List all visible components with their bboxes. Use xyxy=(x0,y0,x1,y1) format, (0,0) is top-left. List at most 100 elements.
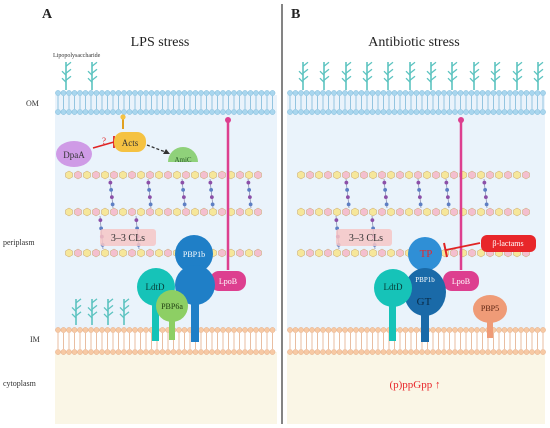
glycan-sugar xyxy=(74,207,82,217)
glycan-sugar xyxy=(92,170,100,180)
lipid-head xyxy=(413,327,420,333)
glycan-sugar xyxy=(92,207,100,217)
lipid-head xyxy=(441,349,447,355)
glycan-sugar xyxy=(360,170,368,180)
lipid-head xyxy=(165,109,171,115)
glycan-sugar xyxy=(486,170,494,180)
lipid-head xyxy=(375,90,381,96)
lipid-head xyxy=(435,109,442,115)
lpob-a-label: LpoB xyxy=(219,277,237,286)
lipid-head xyxy=(187,349,193,355)
lipid-head xyxy=(424,90,431,96)
lipid-head xyxy=(154,109,160,115)
lps-molecule xyxy=(298,61,309,90)
lipid-head xyxy=(430,349,436,355)
glycan-sugar xyxy=(146,248,154,258)
lipid-head xyxy=(287,109,293,115)
lipid-head xyxy=(479,90,486,96)
glycan-sugar xyxy=(245,248,253,258)
glycan-sugar xyxy=(254,170,262,180)
lipid-head xyxy=(463,109,469,115)
lipid-head xyxy=(331,109,337,115)
glycan-sugar xyxy=(137,207,145,217)
lps-molecule xyxy=(319,61,330,90)
lipid-head xyxy=(397,90,403,96)
glycan-sugar xyxy=(369,170,377,180)
peptide-residue xyxy=(417,187,422,192)
amic xyxy=(168,147,198,162)
lps-branch xyxy=(430,75,437,81)
lps-molecule xyxy=(533,61,544,90)
pbp5-anchor xyxy=(487,320,493,338)
peptide-residue xyxy=(416,180,421,185)
lps-branch xyxy=(409,61,416,67)
glycan-sugar xyxy=(468,207,476,217)
lipid-head xyxy=(424,109,431,115)
glycan-sugar xyxy=(396,207,404,217)
glycan-sugar xyxy=(450,207,458,217)
glycan-sugar xyxy=(236,170,244,180)
lipid-head xyxy=(137,349,144,355)
lipid-head xyxy=(325,90,332,96)
peptide-crosslink xyxy=(208,178,215,209)
peptide-residue xyxy=(483,195,488,200)
peptide-residue xyxy=(383,195,388,200)
lipid-head xyxy=(298,90,304,96)
lps-molecule xyxy=(447,61,458,90)
glycan-strand xyxy=(297,248,530,258)
glycan-sugar xyxy=(101,170,109,180)
lipid-head xyxy=(231,90,237,96)
lipid-head xyxy=(512,90,519,96)
lipid-head xyxy=(496,90,502,96)
glycan-sugar xyxy=(236,248,244,258)
lipid-head xyxy=(298,327,304,333)
lipid-head xyxy=(512,349,519,355)
lps-branch xyxy=(319,77,325,83)
glycan-sugar xyxy=(119,170,127,180)
lipid-head xyxy=(336,327,343,333)
lipid-head xyxy=(391,90,398,96)
lipid-head xyxy=(534,327,541,333)
lipid-head xyxy=(104,349,111,355)
lipid-head xyxy=(287,327,293,333)
dpaa-inhibition-arrow xyxy=(92,141,115,149)
glycan-sugar xyxy=(297,207,305,217)
lps-branch xyxy=(494,68,501,74)
lipid-head xyxy=(159,349,166,355)
lipid-head xyxy=(60,109,67,115)
glycan-sugar xyxy=(468,170,476,180)
lipid-head xyxy=(71,327,78,333)
lipid-head xyxy=(236,327,243,333)
beta-lactam-inhibition-bar xyxy=(443,242,448,258)
lps-molecule xyxy=(490,61,501,90)
lipid-head xyxy=(408,349,414,355)
lipid-head xyxy=(485,90,491,96)
lps-branch xyxy=(494,61,501,67)
peptide-residue xyxy=(182,202,187,207)
lipid-head xyxy=(258,109,265,115)
glycan-sugar xyxy=(342,170,350,180)
lipid-head xyxy=(165,349,171,355)
lps-branch xyxy=(119,313,125,319)
lps-branch xyxy=(323,75,330,81)
lipid-head xyxy=(364,109,370,115)
lipid-head xyxy=(115,109,122,115)
lipid-head xyxy=(320,109,326,115)
lipid-head xyxy=(137,90,144,96)
lipid-head xyxy=(55,90,61,96)
lps-branch xyxy=(87,70,93,76)
glycan-sugar xyxy=(155,170,163,180)
cytoplasm-background xyxy=(287,352,545,424)
pbp1b-a-gt xyxy=(175,265,215,305)
peptide-residue xyxy=(344,180,349,185)
mislocalized-lps xyxy=(71,298,82,325)
lipid-head xyxy=(314,327,321,333)
glycan-sugar xyxy=(378,207,386,217)
lps-branch xyxy=(75,298,82,304)
lps-branch xyxy=(516,75,523,81)
lipid-head xyxy=(452,109,458,115)
lipid-head xyxy=(154,90,160,96)
lipid-head xyxy=(529,90,535,96)
lipid-head xyxy=(253,109,259,115)
lps-branch xyxy=(473,75,480,81)
